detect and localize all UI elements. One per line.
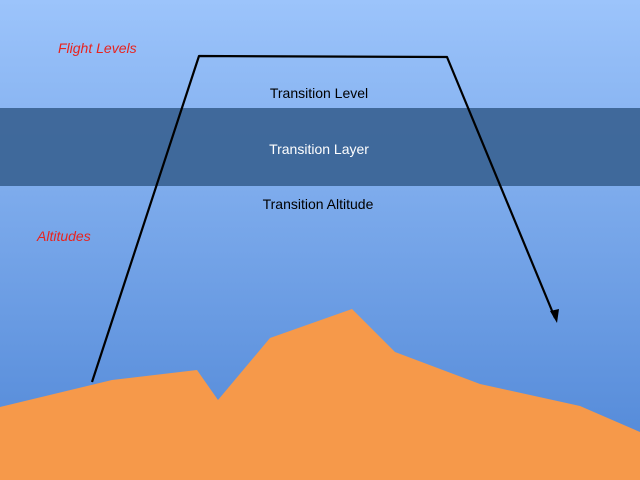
terrain — [0, 309, 640, 480]
flight-path — [90, 54, 557, 383]
altitudes-label: Altitudes — [37, 228, 91, 244]
flight-levels-label: Flight Levels — [58, 40, 137, 56]
arrowhead-icon — [550, 309, 559, 323]
transition-altitude-label: Transition Altitude — [262, 196, 374, 212]
transition-layer-label: Transition Layer — [269, 141, 369, 157]
transition-level-label: Transition Level — [269, 85, 369, 101]
transition-layer-band — [0, 108, 640, 186]
